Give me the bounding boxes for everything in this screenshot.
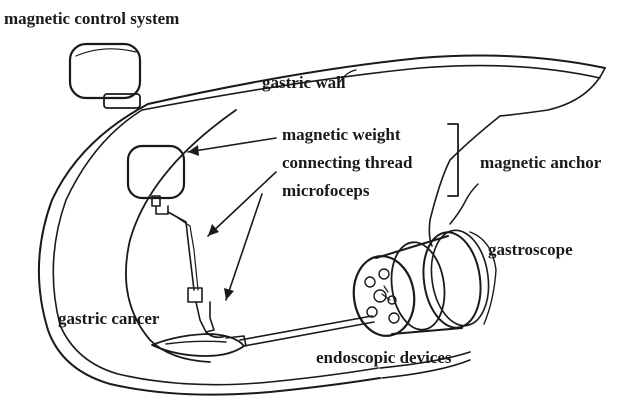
label-arrows [188, 138, 276, 300]
magnetic-anchor-leader [450, 184, 478, 224]
endoscopic-device-shaft [226, 316, 374, 346]
label-magnetic-weight: magnetic weight [282, 125, 401, 144]
label-magnetic-control-system: magnetic control system [4, 9, 179, 28]
label-gastroscope: gastroscope [488, 240, 573, 259]
label-endoscopic-devices: endoscopic devices [316, 348, 452, 367]
gastric-wall-outline [39, 56, 605, 395]
label-magnetic-anchor: magnetic anchor [480, 153, 602, 172]
label-connecting-thread: connecting thread [282, 153, 413, 172]
microforceps [188, 288, 226, 337]
magnetic-control-system-device [70, 44, 140, 108]
label-microfoceps: microfoceps [282, 181, 370, 200]
magnetic-weight [128, 146, 184, 214]
label-gastric-cancer: gastric cancer [58, 309, 160, 328]
connecting-thread [168, 212, 198, 290]
